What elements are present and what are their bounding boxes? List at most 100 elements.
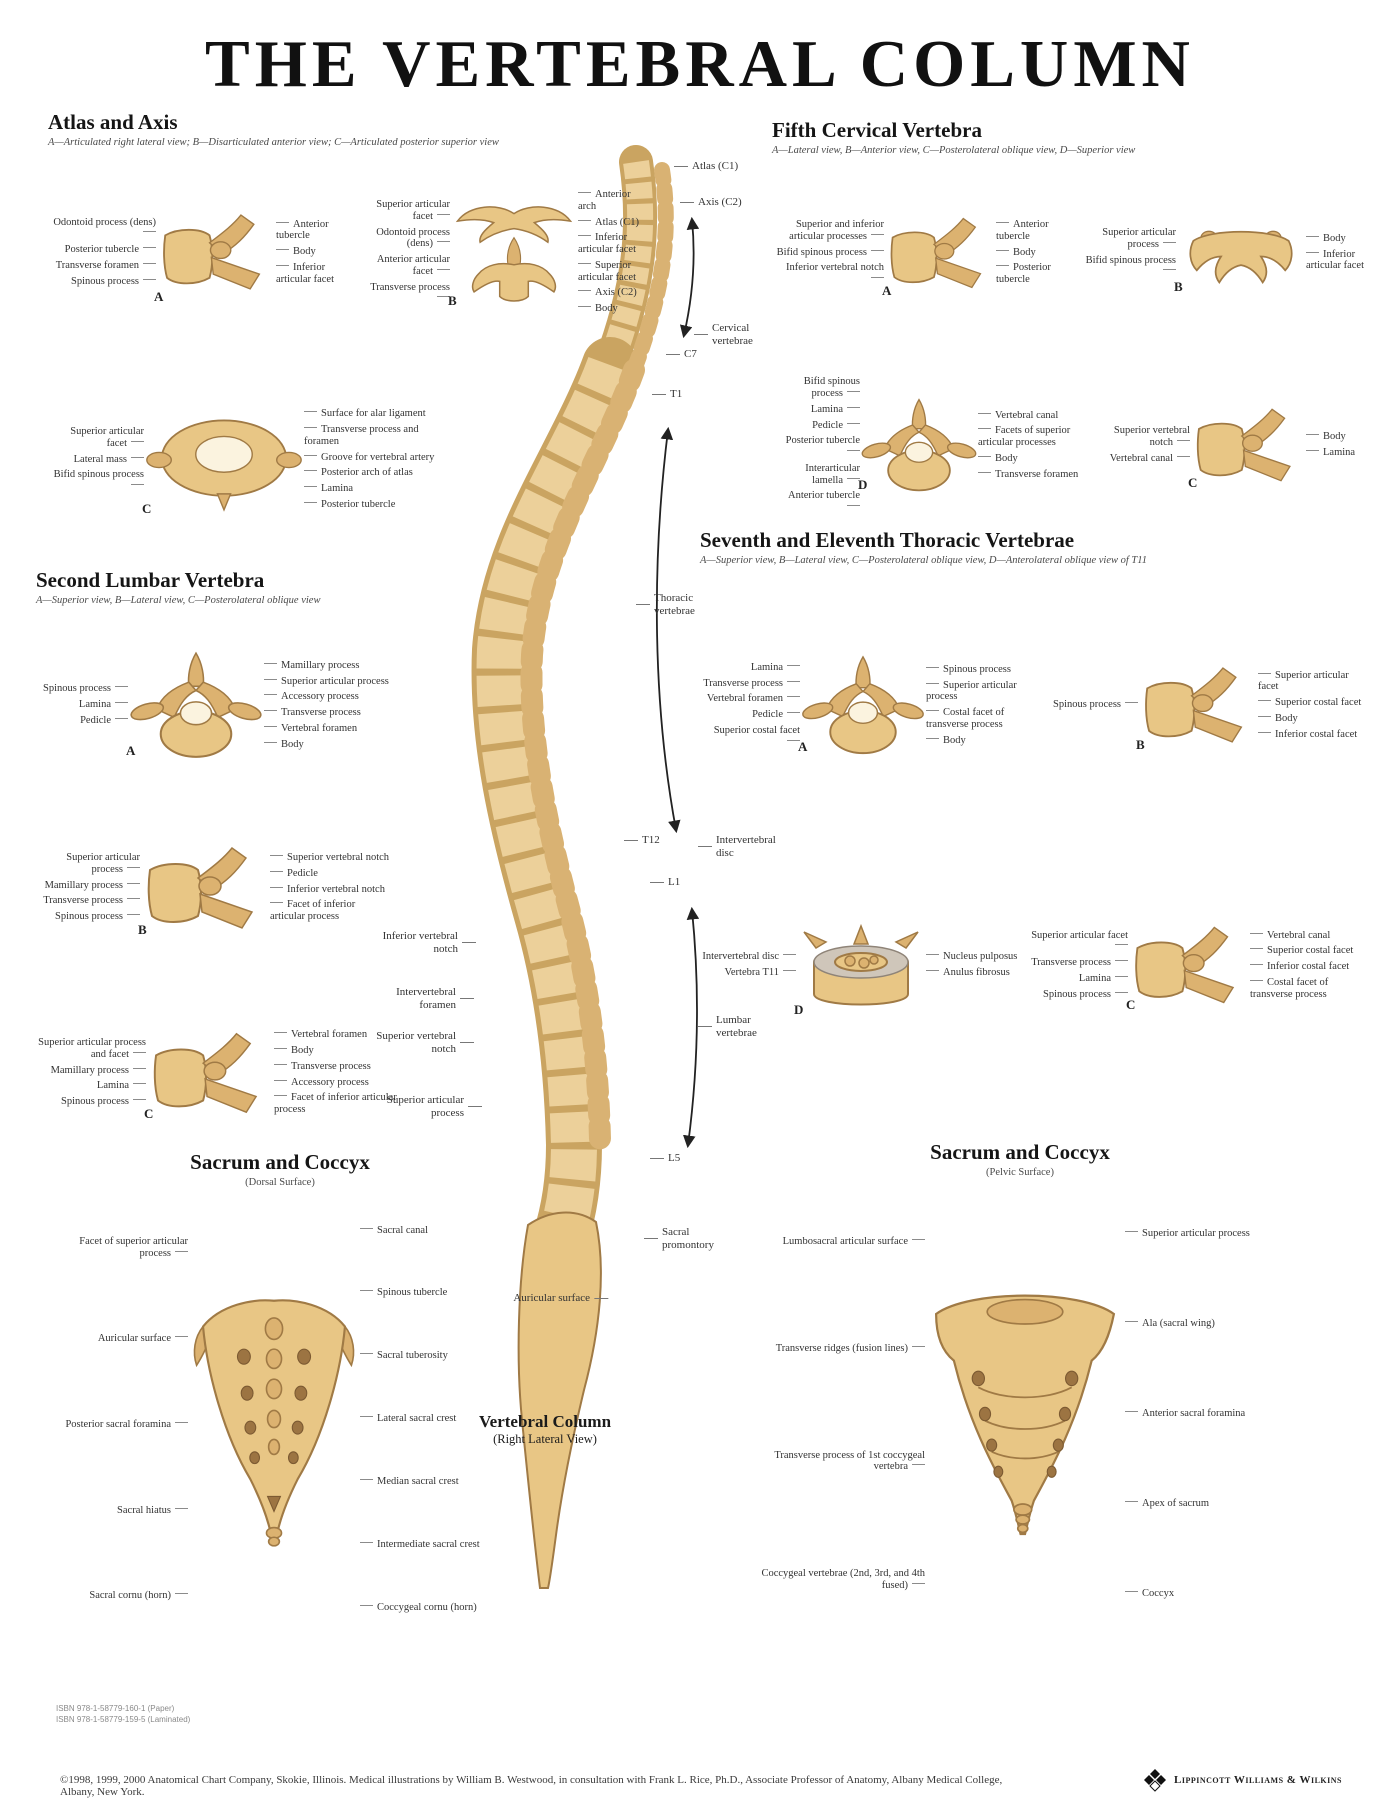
thoracic-oblique-drawing [1128, 915, 1250, 1015]
anatomy-label: Lateral sacral crest [360, 1413, 456, 1425]
anatomy-label: Groove for vertebral artery [304, 452, 434, 464]
anatomy-label: Intermediate sacral crest [360, 1539, 480, 1551]
spine-label-text: Axis (C2) [698, 196, 742, 208]
anatomy-label: Lamina [751, 662, 800, 674]
view-letter: A [798, 739, 808, 754]
view-letter: A [154, 289, 164, 304]
anatomy-label: Inferior articular facet [1306, 249, 1376, 273]
spine-label-text: Atlas (C1) [692, 160, 739, 172]
spine-lateral-drawing [471, 145, 700, 1589]
anatomy-label: Transverse process and foramen [304, 424, 454, 448]
leader-line [624, 839, 638, 841]
anatomy-label: Pedicle [80, 715, 128, 727]
anatomy-label: Superior articular facet [1030, 930, 1128, 954]
anatomy-label: Auricular surface [98, 1333, 188, 1345]
leader-line [652, 393, 666, 395]
anatomy-label: Anterior arch [578, 189, 646, 213]
spine-caption-title: Vertebral Column [478, 1412, 612, 1431]
section-thoracic: Seventh and Eleventh Thoracic Vertebrae … [700, 528, 1388, 1138]
view-letter: C [144, 1105, 154, 1121]
anatomy-label: Median sacral crest [360, 1476, 459, 1488]
anatomy-label: Superior articular facet [48, 426, 144, 450]
anatomy-label: Posterior tubercle [996, 262, 1076, 286]
spine-label: Sacral promontory [644, 1226, 744, 1251]
anatomy-label: Surface for alar ligament [304, 408, 426, 420]
anatomy-label: Superior articular process [36, 852, 140, 876]
anatomy-label: Mamillary process [45, 880, 140, 892]
anatomy-label: Body [1306, 431, 1346, 443]
spine-label-text: Intervertebral foramen [396, 986, 456, 1011]
spine-label: Intervertebral disc [698, 834, 780, 859]
anatomy-label: Transverse process [43, 895, 140, 907]
anatomy-label: Superior articular process and facet [36, 1037, 146, 1061]
poster-title: THE VERTEBRAL COLUMN [205, 27, 1195, 101]
sacrum-dorsal-drawing [188, 1194, 360, 1644]
section-atlas-and-axis: Atlas and Axis A—Articulated right later… [48, 110, 648, 565]
spine-label-text: T12 [642, 834, 660, 846]
anatomy-label: Ala (sacral wing) [1125, 1318, 1215, 1330]
leader-line [644, 1238, 658, 1240]
publisher-name: Lippincott Williams & Wilkins [1174, 1774, 1342, 1786]
anatomy-label: Spinous process [926, 664, 1011, 676]
sacrum-pelvic-drawing [925, 1184, 1125, 1644]
leader-line [636, 604, 650, 606]
l2-superior-drawing [128, 649, 264, 761]
leader-line [698, 1026, 712, 1028]
anatomy-label: Vertebral foramen [264, 723, 357, 735]
anatomy-label: Facet of inferior articular process [274, 1092, 402, 1116]
spine-caption: Vertebral Column (Right Lateral View) [430, 1412, 660, 1447]
view-thoracic-b: Spinous process B Superior articular fac… [1052, 570, 1382, 840]
c5-anterior-drawing [1176, 209, 1306, 297]
spine-label-text: Cervical vertebrae [712, 322, 753, 347]
anatomy-label: Anterior sacral foramina [1125, 1408, 1245, 1420]
anatomy-label: Lamina [1306, 447, 1355, 459]
anatomy-label: Sacral hiatus [117, 1505, 188, 1517]
anatomy-label: Spinous process [61, 1096, 146, 1108]
atlas-axis-anterior-drawing [450, 193, 578, 311]
section-subtitle: A—Superior view, B—Lateral view, C—Poste… [36, 595, 321, 606]
anatomy-label: Vertebral foramen [707, 693, 800, 705]
view-letter: C [1126, 997, 1136, 1012]
leader-line [650, 1157, 664, 1159]
anatomy-label: Superior articular process [1125, 1228, 1250, 1240]
anatomy-label: Inferior articular facet [276, 262, 354, 286]
spine-label-text: Superior vertebral notch [376, 1030, 456, 1055]
anatomy-label: Superior articular facet [1258, 670, 1362, 694]
anatomy-label: Anterior tubercle [276, 219, 354, 243]
section-second-lumbar: Second Lumbar Vertebra A—Superior view, … [36, 568, 496, 1143]
spine-label-text: L5 [668, 1152, 681, 1164]
spine-label: Axis (C2) [680, 196, 742, 209]
anatomy-label: Inferior vertebral notch [772, 262, 884, 286]
leader-line [468, 1106, 482, 1108]
section-fifth-cervical: Fifth Cervical Vertebra A—Lateral view, … [772, 118, 1384, 538]
anatomy-label: Anterior articular facet [358, 254, 450, 278]
spine-label: L1 [650, 876, 680, 889]
section-subtitle: (Pelvic Surface) [986, 1167, 1054, 1178]
spine-label-text: Sacral promontory [662, 1226, 714, 1251]
view-letter: B [448, 293, 457, 308]
view-letter: B [1174, 278, 1183, 294]
anatomy-label: Superior vertebral notch [1094, 425, 1190, 449]
spine-label: Cervical vertebrae [694, 322, 780, 347]
view-letter: C [1188, 475, 1198, 490]
anatomy-label: Superior vertebral notch [270, 852, 389, 864]
c5-superior-drawing [860, 395, 978, 495]
anatomy-label: Superior articular facet [358, 199, 450, 223]
leader-line [594, 1297, 608, 1299]
spine-label: Superior vertebral notch [374, 1030, 474, 1055]
section-heading: Sacrum and Coccyx [190, 1150, 370, 1174]
spine-label-text: Intervertebral disc [716, 834, 776, 859]
